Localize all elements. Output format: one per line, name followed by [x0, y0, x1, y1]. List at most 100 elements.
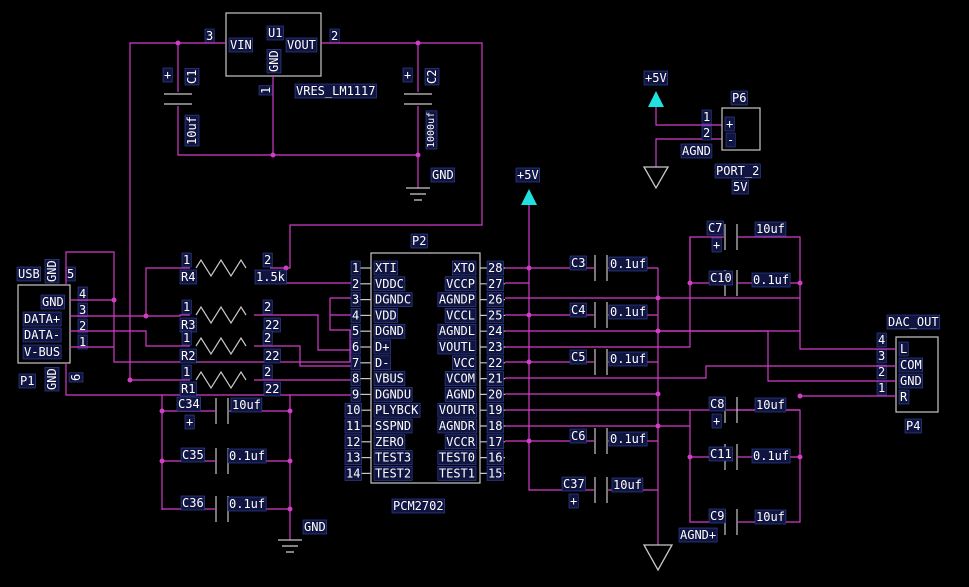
label-box: [608, 256, 648, 272]
capacitor-c1: + C1 10uf: [162, 67, 200, 147]
label-box: [444, 387, 477, 402]
c9-value: 10uf: [756, 510, 785, 524]
dac-pin-num-3: 3: [878, 349, 885, 363]
label-box: [608, 351, 648, 367]
c8-value: 10uf: [756, 398, 785, 412]
u1-pin-vin: 3: [206, 29, 213, 43]
c11-ref: C11: [710, 447, 732, 461]
label-box: [179, 348, 197, 364]
p6-minus: -: [727, 133, 734, 147]
label-box: [569, 428, 587, 444]
p6-plus: +: [726, 117, 733, 131]
agnd-symbol-bottom: [642, 544, 674, 572]
label-box: [350, 387, 361, 402]
capacitor-c4: C4 0.1uf: [569, 302, 648, 328]
p2-left-pin-number: 14: [346, 466, 360, 480]
label-box: [266, 25, 284, 41]
label-box: [402, 67, 413, 83]
resistor-r3: 1 2 R3 22: [179, 299, 281, 333]
label-box: [344, 402, 362, 418]
label-box: [227, 448, 267, 464]
p2-right-pin-label: AGNDR: [439, 419, 476, 433]
p2-right-pin-label: VCCP: [446, 277, 475, 291]
p2-right-pin-number: 24: [488, 324, 502, 338]
label-box: [437, 323, 477, 339]
dac-ref: P4: [906, 419, 920, 433]
label-box: [350, 292, 361, 307]
label-box: [350, 276, 361, 292]
label-box: [184, 414, 195, 430]
usb-pin-vbus: V-BUS: [24, 345, 60, 359]
p6-power-label: +5V: [645, 71, 667, 85]
label-box: [373, 434, 406, 450]
p2-right-pin-number: 22: [488, 356, 502, 370]
label-box: [724, 116, 735, 132]
c36-value: 0.1uf: [229, 497, 265, 511]
gnd-label-bottom: GND: [304, 520, 326, 534]
r3-value: 22: [265, 318, 279, 332]
label-box: [608, 304, 648, 320]
label-box: [725, 132, 736, 148]
p2-right-pin-label: VCOM: [446, 372, 475, 386]
label-box: [373, 292, 413, 307]
c6-ref: C6: [571, 429, 585, 443]
c7-value: 10uf: [756, 222, 785, 236]
p2-right-pin-number: 21: [488, 372, 502, 386]
label-box: [350, 371, 361, 386]
label-box: [486, 387, 504, 402]
agnd-plus-label: AGND+: [680, 528, 716, 542]
p2-left-pin-number: 5: [352, 324, 359, 338]
capacitor-c11: C11 0.1uf: [708, 444, 791, 470]
label-box: [430, 167, 455, 183]
r1-pin1: 1: [183, 365, 190, 379]
label-box: [486, 276, 504, 292]
c34-ref: C34: [178, 397, 200, 411]
gnd-symbol-bottom: GND: [278, 519, 327, 553]
usb-pin-gnd: GND: [42, 295, 64, 309]
dac-pin-wires: [874, 348, 896, 397]
label-box: [437, 450, 477, 465]
dac-pin-com: COM: [900, 358, 922, 372]
capacitor-c35: C35 0.1uf: [180, 447, 267, 474]
p2-left-pin-label: D-: [375, 356, 389, 370]
p2-right-pin-label: VOUTL: [439, 340, 475, 354]
label-box: [437, 292, 477, 307]
label-box: [898, 373, 923, 389]
capacitor-c8: C8 10uf +: [708, 396, 787, 429]
p2-left-pin-number: 4: [352, 308, 359, 322]
resistor-r4: 1 2 R4 1.5k: [179, 252, 287, 285]
c9-ref: C9: [710, 509, 724, 523]
p2-right-pin-number: 15: [488, 466, 502, 480]
p2-right-pin-label: TEST1: [439, 466, 475, 480]
capacitor-c37: C37 10uf +: [561, 476, 644, 509]
label-box: [452, 260, 477, 276]
label-box: [266, 49, 282, 74]
c1-value: 10uf: [185, 116, 199, 145]
label-box: [611, 477, 644, 493]
label-box: [486, 434, 504, 450]
label-box: [561, 476, 586, 492]
regulator-wires: [129, 40, 483, 380]
label-box: [754, 221, 787, 237]
label-box: [876, 332, 887, 348]
usb-pin-num-4: 4: [79, 287, 86, 301]
label-box: [730, 90, 748, 106]
p2-right-pin-label: AGND: [446, 387, 475, 401]
r4-pin1: 1: [183, 253, 190, 267]
p2-right-pin-number: 18: [488, 419, 502, 433]
label-box: [350, 339, 361, 355]
label-box: [350, 308, 361, 323]
usb-connector-p1: USB GND GND 5 6 GND DATA+ DATA- V-BUS 4 …: [16, 259, 88, 392]
label-box: [708, 446, 733, 462]
resistor-r1: 1 2 R1 22: [179, 364, 281, 397]
dac-pin-gnd: GND: [900, 374, 922, 388]
p2-left-pin-number: 9: [352, 387, 359, 401]
p2-left-pin-number: 7: [352, 356, 359, 370]
capacitor-c34: C34 10uf +: [176, 396, 263, 430]
u1-gnd-label: GND: [267, 50, 281, 72]
label-box: [708, 508, 726, 524]
usb-pin-num-3: 3: [79, 303, 86, 317]
c4-value: 0.1uf: [610, 305, 646, 319]
label-box: [68, 372, 84, 383]
